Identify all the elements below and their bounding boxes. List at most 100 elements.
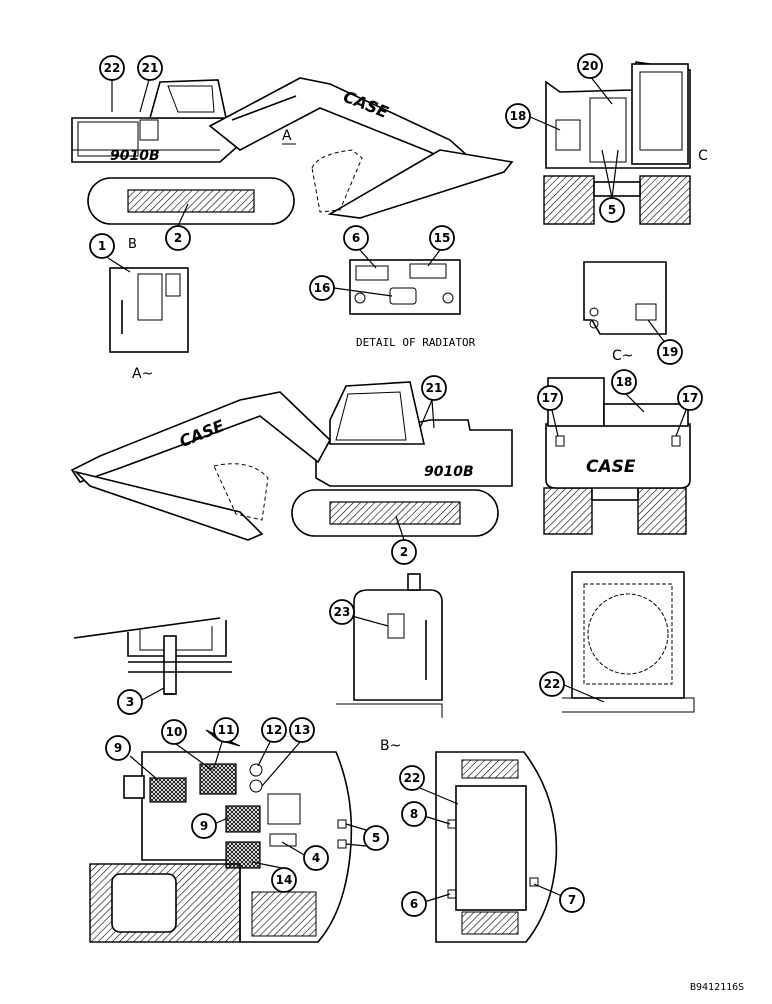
svg-text:9: 9	[200, 819, 208, 833]
callout-6-bottom: 6	[401, 891, 451, 917]
svg-text:5: 5	[608, 203, 616, 217]
svg-text:22: 22	[104, 61, 121, 75]
svg-text:11: 11	[218, 723, 235, 737]
boom-2	[70, 391, 331, 483]
callout-2: 2	[165, 203, 191, 251]
arm-2	[73, 470, 264, 541]
callout-22-radiator: 22	[539, 671, 605, 703]
svg-text:10: 10	[166, 725, 183, 739]
track-hatched-area-2	[329, 501, 461, 525]
callout-17-left: 17	[537, 385, 563, 437]
callout-12: 12	[257, 717, 287, 767]
svg-text:16: 16	[314, 281, 331, 295]
svg-text:21: 21	[426, 381, 443, 395]
callout-22: 22	[99, 55, 125, 112]
callout-18: 18	[505, 103, 561, 131]
callout-2-b: 2	[391, 515, 417, 565]
rear-counterweight	[545, 423, 691, 489]
callout-11: 11	[213, 717, 239, 769]
radiator-body	[349, 259, 461, 315]
svg-text:5: 5	[372, 831, 380, 845]
callout-16: 16	[309, 275, 393, 301]
svg-text:2: 2	[400, 545, 408, 559]
view-marker-a: A	[282, 128, 292, 144]
svg-text:22: 22	[544, 677, 561, 691]
panel-a-door	[109, 267, 189, 353]
bucket	[311, 149, 363, 213]
mesh-grille-11	[199, 763, 237, 795]
svg-text:8: 8	[410, 807, 418, 821]
front-cab	[631, 63, 689, 165]
view-a-panel: B A~	[109, 237, 189, 382]
callout-7: 7	[533, 883, 585, 913]
rear-deck-panel	[455, 785, 527, 911]
view-marker-c: C	[698, 148, 708, 164]
callout-14: 14	[251, 861, 297, 893]
svg-text:23: 23	[334, 605, 351, 619]
model-decal: 9010B	[110, 148, 160, 164]
callout-19: 19	[647, 319, 683, 365]
svg-text:17: 17	[542, 391, 559, 405]
svg-text:6: 6	[352, 231, 360, 245]
svg-text:18: 18	[616, 375, 633, 389]
svg-text:19: 19	[662, 345, 679, 359]
top-view-rear-section	[435, 751, 558, 943]
callout-20: 20	[577, 53, 613, 105]
track-hatched-area	[127, 189, 255, 213]
left-track-section	[543, 175, 595, 225]
mesh-grille-9a	[149, 777, 187, 803]
svg-text:4: 4	[312, 851, 320, 865]
callout-23: 23	[329, 599, 389, 627]
radiator-detail-caption: DETAIL OF RADIATOR	[356, 336, 476, 349]
callout-21-b: 21	[419, 375, 447, 429]
svg-text:15: 15	[434, 231, 451, 245]
callout-15: 15	[427, 225, 455, 267]
radiator-frame	[571, 571, 685, 699]
svg-text:20: 20	[582, 59, 599, 73]
tank-body	[353, 589, 443, 701]
bucket-2	[213, 463, 269, 521]
excavator-rear-view: CASE	[543, 377, 691, 535]
control-lever-detail	[73, 617, 232, 695]
callout-17-right: 17	[675, 385, 703, 437]
rear-brand-decal: CASE	[586, 457, 636, 477]
view-a-caption: A~	[132, 366, 153, 382]
model-decal-2: 9010B	[424, 464, 474, 480]
figure-id: B9412116S	[690, 982, 744, 993]
arm	[327, 149, 514, 219]
view-b-tank: B~	[336, 573, 443, 754]
radiator-frame-view	[562, 571, 695, 713]
excavator-side-view-left: 9010B CASE A	[71, 77, 514, 225]
callout-18-b: 18	[611, 369, 645, 413]
callout-5-top: 5	[345, 823, 389, 851]
callout-13: 13	[261, 717, 315, 787]
view-marker-b: B	[128, 237, 137, 252]
panel-c-plate	[583, 261, 667, 335]
callout-8: 8	[401, 801, 451, 827]
callout-5: 5	[599, 149, 625, 223]
svg-text:12: 12	[266, 723, 283, 737]
svg-text:21: 21	[142, 61, 159, 75]
svg-text:22: 22	[404, 771, 421, 785]
svg-text:17: 17	[682, 391, 699, 405]
svg-text:1: 1	[98, 239, 106, 253]
right-track-section	[639, 175, 691, 225]
svg-text:9: 9	[114, 741, 122, 755]
operator-seat	[111, 873, 177, 933]
svg-text:18: 18	[510, 109, 527, 123]
callout-3: 3	[117, 687, 165, 715]
mesh-grille-9b	[225, 805, 261, 833]
view-c-caption: C~	[612, 348, 634, 364]
cab-2	[329, 381, 426, 445]
svg-text:7: 7	[568, 893, 576, 907]
excavator-front-view: C	[543, 61, 708, 225]
svg-text:3: 3	[126, 695, 134, 709]
callout-9-b: 9	[191, 813, 229, 839]
svg-text:2: 2	[174, 231, 182, 245]
view-c-panel: C~	[583, 261, 667, 364]
callout-4: 4	[281, 841, 329, 871]
callout-22-bottom: 22	[399, 765, 459, 805]
callout-21: 21	[137, 55, 163, 113]
